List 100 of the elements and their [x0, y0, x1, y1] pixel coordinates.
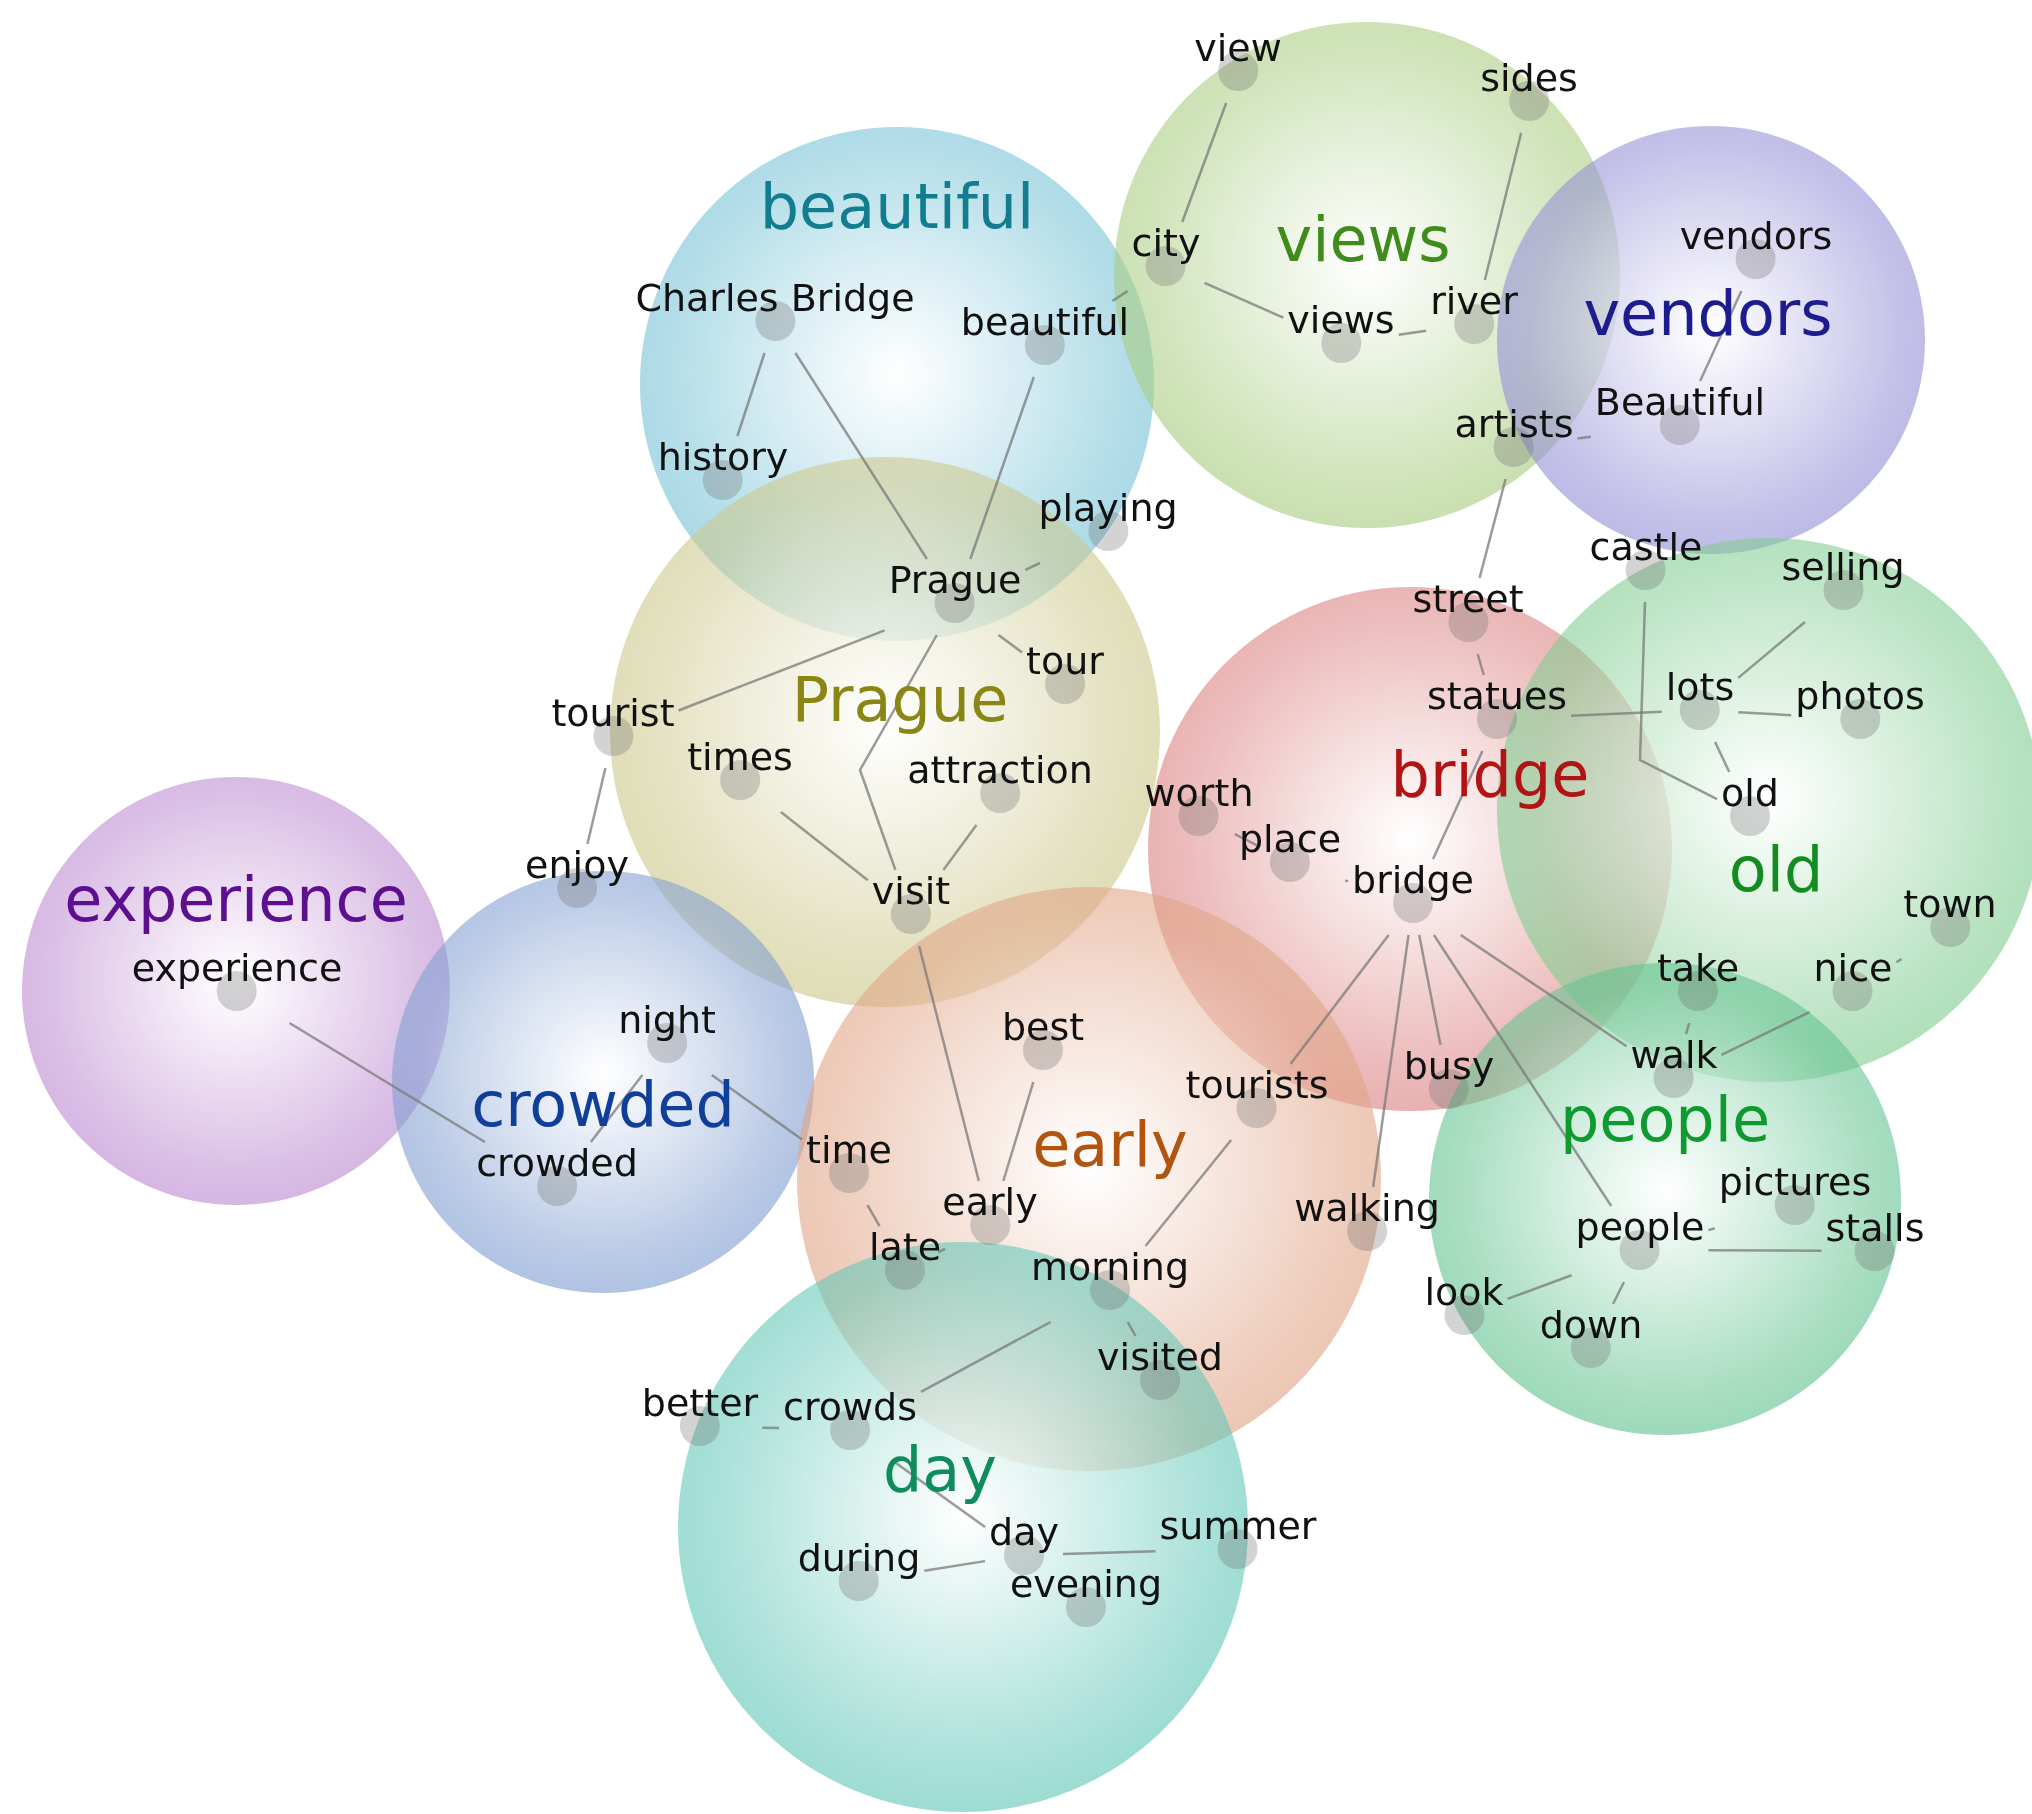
- concept-label: better: [637, 1382, 763, 1458]
- concept-label: enjoy: [521, 844, 633, 920]
- connector-line: [1417, 934, 1442, 1046]
- connector-line: [1699, 290, 1743, 382]
- connector-line: [762, 1426, 780, 1430]
- connector-line: [1181, 102, 1228, 223]
- concept-label: river: [1426, 280, 1522, 356]
- connector-line: [1713, 741, 1731, 773]
- concept-label: Prague: [884, 559, 1026, 635]
- concept-label: town: [1899, 883, 2001, 959]
- connector-line: [942, 824, 978, 871]
- theme-label: bridge: [1390, 742, 1590, 808]
- concept-label: view: [1190, 27, 1286, 103]
- connector-line: [1289, 934, 1390, 1065]
- concept-label: bridge: [1348, 859, 1478, 935]
- connector-line: [1062, 1550, 1156, 1556]
- theme-label: old: [1728, 837, 1824, 903]
- concept-label: walking: [1290, 1187, 1444, 1263]
- theme-label: early: [1032, 1112, 1188, 1178]
- connector-line: [678, 629, 886, 712]
- connector-line: [1483, 132, 1523, 281]
- connector-line: [1611, 1281, 1626, 1305]
- concept-label: best: [997, 1006, 1089, 1082]
- connector-line: [1895, 957, 1903, 964]
- concept-label: lots: [1661, 666, 1739, 742]
- concept-label: night: [614, 999, 720, 1075]
- connector-line: [1720, 1011, 1811, 1057]
- connector-line: [1708, 1227, 1716, 1232]
- connector-line: [920, 1320, 1052, 1393]
- concept-label: stalls: [1821, 1207, 1929, 1283]
- connector-line: [1111, 290, 1129, 303]
- connector-line: [858, 634, 938, 871]
- concept-label: tour: [1022, 640, 1108, 716]
- connector-line: [1234, 833, 1259, 847]
- connector-line: [1432, 934, 1613, 1207]
- concept-label: visit: [867, 870, 955, 946]
- concept-label: history: [653, 436, 793, 512]
- theme-label: vendors: [1583, 281, 1833, 347]
- connector-line: [1371, 934, 1410, 1188]
- connector-line: [1460, 933, 1628, 1048]
- connector-line: [924, 1559, 986, 1572]
- connector-line: [794, 352, 928, 560]
- connector-line: [917, 945, 981, 1182]
- connector-line: [1577, 435, 1591, 440]
- connector-line: [1203, 281, 1284, 319]
- connector-line: [866, 1204, 881, 1227]
- connector-line: [1344, 879, 1349, 883]
- concept-label: during: [793, 1537, 925, 1613]
- theme-label: experience: [64, 867, 408, 933]
- concept-label: place: [1234, 818, 1346, 894]
- connector-line: [780, 811, 869, 882]
- concept-label: experience: [127, 947, 347, 1023]
- connector-line: [1024, 561, 1041, 571]
- concept-label: playing: [1034, 487, 1182, 563]
- connector-line: [1507, 1274, 1573, 1301]
- concept-label: Beautiful: [1590, 381, 1770, 457]
- concept-label: photos: [1791, 675, 1929, 751]
- concept-label: sides: [1476, 57, 1582, 133]
- concept-label: crowded: [472, 1142, 642, 1218]
- theme-label: Prague: [791, 667, 1009, 733]
- concept-label: evening: [1005, 1563, 1167, 1639]
- concept-label: attraction: [903, 749, 1097, 825]
- concept-label: castle: [1585, 526, 1707, 602]
- connector-line: [1684, 1022, 1691, 1035]
- connector-line: [711, 1074, 803, 1141]
- connector-line: [969, 376, 1035, 560]
- connector-line: [1638, 601, 1718, 801]
- concept-label: tourist: [547, 692, 679, 768]
- concept-label: selling: [1777, 546, 1909, 622]
- concept-label: look: [1420, 1271, 1508, 1347]
- connector-line: [589, 1074, 644, 1143]
- concept-label: busy: [1399, 1045, 1499, 1121]
- concept-label: people: [1571, 1206, 1709, 1282]
- connector-line: [1144, 1139, 1233, 1247]
- concept-label: visited: [1093, 1336, 1227, 1412]
- connector-line: [1708, 1249, 1822, 1252]
- connector-line: [1431, 750, 1484, 860]
- concept-label: down: [1535, 1304, 1647, 1380]
- connector-line: [736, 352, 766, 437]
- concept-label: views: [1283, 299, 1399, 375]
- connector-line: [1571, 710, 1662, 717]
- connector-line: [1478, 478, 1507, 579]
- connector-line: [997, 634, 1023, 654]
- theme-label: people: [1559, 1087, 1771, 1153]
- connector-line: [1738, 710, 1792, 717]
- concept-label: times: [683, 736, 797, 812]
- connector-line: [1126, 1321, 1137, 1337]
- theme-label: beautiful: [759, 174, 1035, 240]
- connector-line: [1398, 329, 1427, 336]
- connector-line: [586, 767, 607, 845]
- connector-line: [893, 1461, 986, 1529]
- theme-label: crowded: [471, 1072, 735, 1138]
- concept-label: nice: [1809, 947, 1897, 1023]
- connector-line: [1476, 653, 1486, 676]
- connector-line: [288, 1021, 486, 1144]
- theme-label: views: [1275, 207, 1451, 273]
- theme-label: day: [883, 1437, 997, 1503]
- connector-line: [937, 1247, 946, 1254]
- connector-line: [1002, 1081, 1035, 1182]
- concept-label: street: [1408, 578, 1528, 654]
